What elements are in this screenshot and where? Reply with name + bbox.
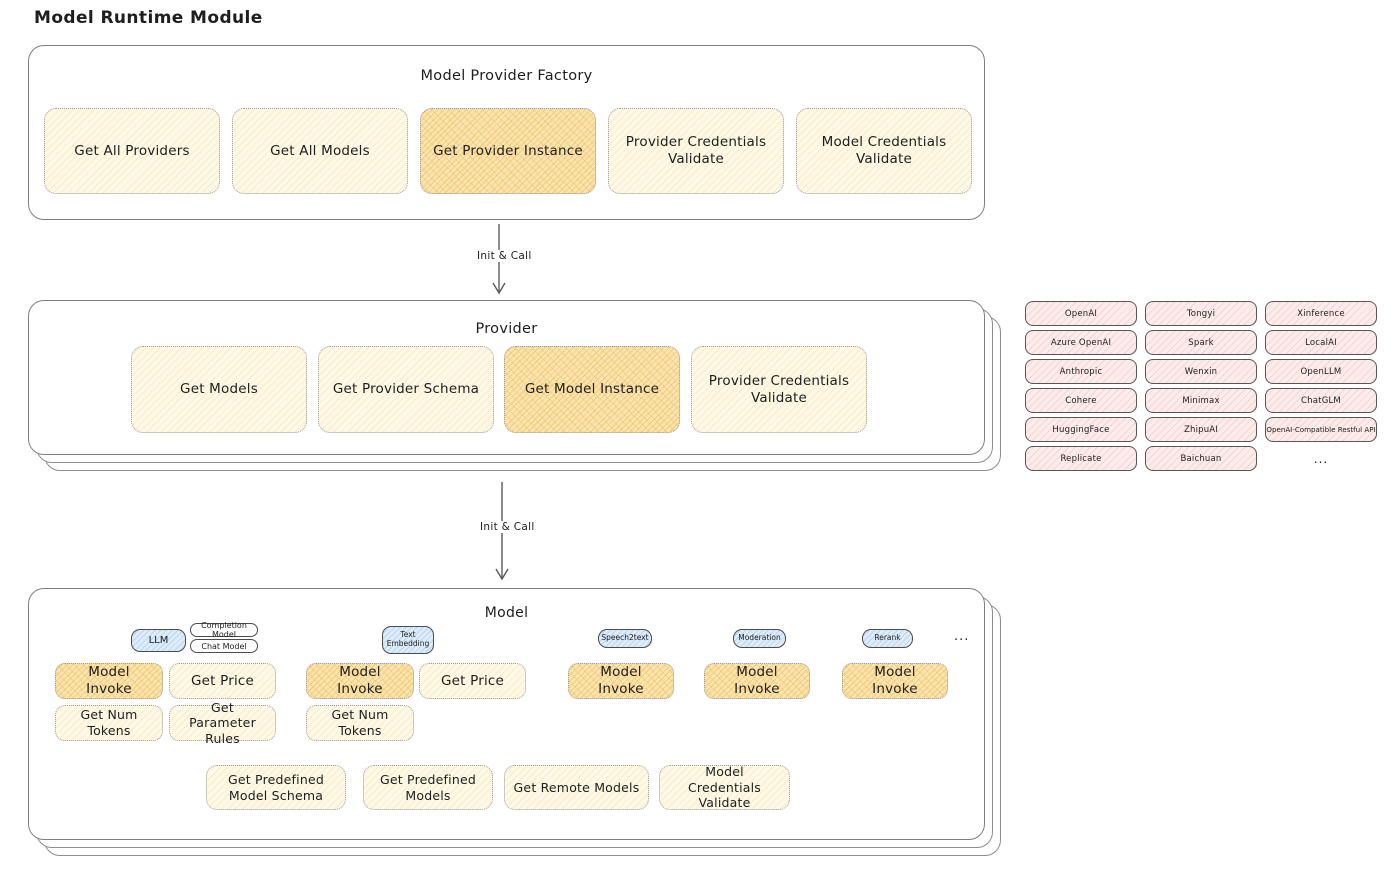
provider-item: Baichuan [1145, 446, 1257, 471]
node-embedding-get-price: Get Price [419, 663, 526, 699]
page-title: Model Runtime Module [34, 8, 263, 28]
model-provider-factory-box: Model Provider Factory Get All Providers… [28, 45, 985, 220]
provider-item: Wenxin [1145, 359, 1257, 384]
node-llm-get-price: Get Price [169, 663, 276, 699]
provider-item: ChatGLM [1265, 388, 1377, 413]
badge-text-embedding: Text Embedding [382, 626, 434, 654]
providers-grid: OpenAI Tongyi Xinference Azure OpenAI Sp… [1025, 301, 1377, 471]
node-get-remote-models: Get Remote Models [504, 765, 649, 810]
node-provider-credentials-validate: Provider Credentials Validate [608, 108, 784, 194]
node-get-predefined-model-schema: Get Predefined Model Schema [206, 765, 346, 810]
node-get-all-providers: Get All Providers [44, 108, 220, 194]
node-get-predefined-models: Get Predefined Models [363, 765, 493, 810]
provider-box: Provider Get Models Get Provider Schema … [28, 300, 985, 455]
provider-item: Minimax [1145, 388, 1257, 413]
node-moderation-model-invoke: Model Invoke [704, 663, 810, 699]
node-embedding-model-invoke: Model Invoke [306, 663, 414, 699]
model-box: Model LLM Completion Model Chat Model Te… [28, 588, 985, 840]
arrow1-label: Init & Call [474, 250, 535, 262]
provider-item: OpenLLM [1265, 359, 1377, 384]
badge-completion-model: Completion Model [190, 621, 258, 639]
model-title: Model [484, 605, 529, 621]
provider-item: Cohere [1025, 388, 1137, 413]
model-types-more-ellipsis: ... [954, 629, 970, 644]
node-embedding-get-num-tokens: Get Num Tokens [306, 705, 414, 741]
node-get-provider-schema: Get Provider Schema [318, 346, 494, 433]
factory-title: Model Provider Factory [420, 68, 593, 84]
badge-llm: LLM [131, 629, 186, 652]
provider-item: Xinference [1265, 301, 1377, 326]
node-model-credentials-validate: Model Credentials Validate [796, 108, 972, 194]
provider-item: Tongyi [1145, 301, 1257, 326]
provider-title: Provider [475, 321, 538, 337]
badge-rerank: Rerank [862, 629, 913, 648]
node-llm-model-invoke: Model Invoke [55, 663, 163, 699]
node-rerank-model-invoke: Model Invoke [842, 663, 948, 699]
node-get-provider-instance: Get Provider Instance [420, 108, 596, 194]
badge-chat-model: Chat Model [190, 639, 258, 653]
arrow2-label: Init & Call [477, 521, 538, 533]
provider-item: OpenAI-Compatible Restful API [1265, 417, 1377, 442]
node-get-all-models: Get All Models [232, 108, 408, 194]
node-llm-get-num-tokens: Get Num Tokens [55, 705, 163, 741]
node-llm-get-parameter-rules: Get Parameter Rules [169, 700, 276, 746]
providers-more-ellipsis: ... [1313, 451, 1329, 466]
provider-item: Spark [1145, 330, 1257, 355]
provider-item: OpenAI [1025, 301, 1137, 326]
node-model-credentials-validate-2: Model Credentials Validate [659, 764, 790, 810]
provider-item: HuggingFace [1025, 417, 1137, 442]
provider-item: Replicate [1025, 446, 1137, 471]
node-get-models: Get Models [131, 346, 307, 433]
provider-item: ZhipuAI [1145, 417, 1257, 442]
node-get-model-instance: Get Model Instance [504, 346, 680, 433]
provider-item: Anthropic [1025, 359, 1137, 384]
provider-item: LocalAI [1265, 330, 1377, 355]
node-provider-credentials-validate-2: Provider Credentials Validate [691, 346, 867, 433]
badge-speech2text: Speech2text [598, 629, 652, 648]
badge-moderation: Moderation [733, 629, 786, 648]
provider-item: Azure OpenAI [1025, 330, 1137, 355]
node-speech2text-model-invoke: Model Invoke [568, 663, 674, 699]
